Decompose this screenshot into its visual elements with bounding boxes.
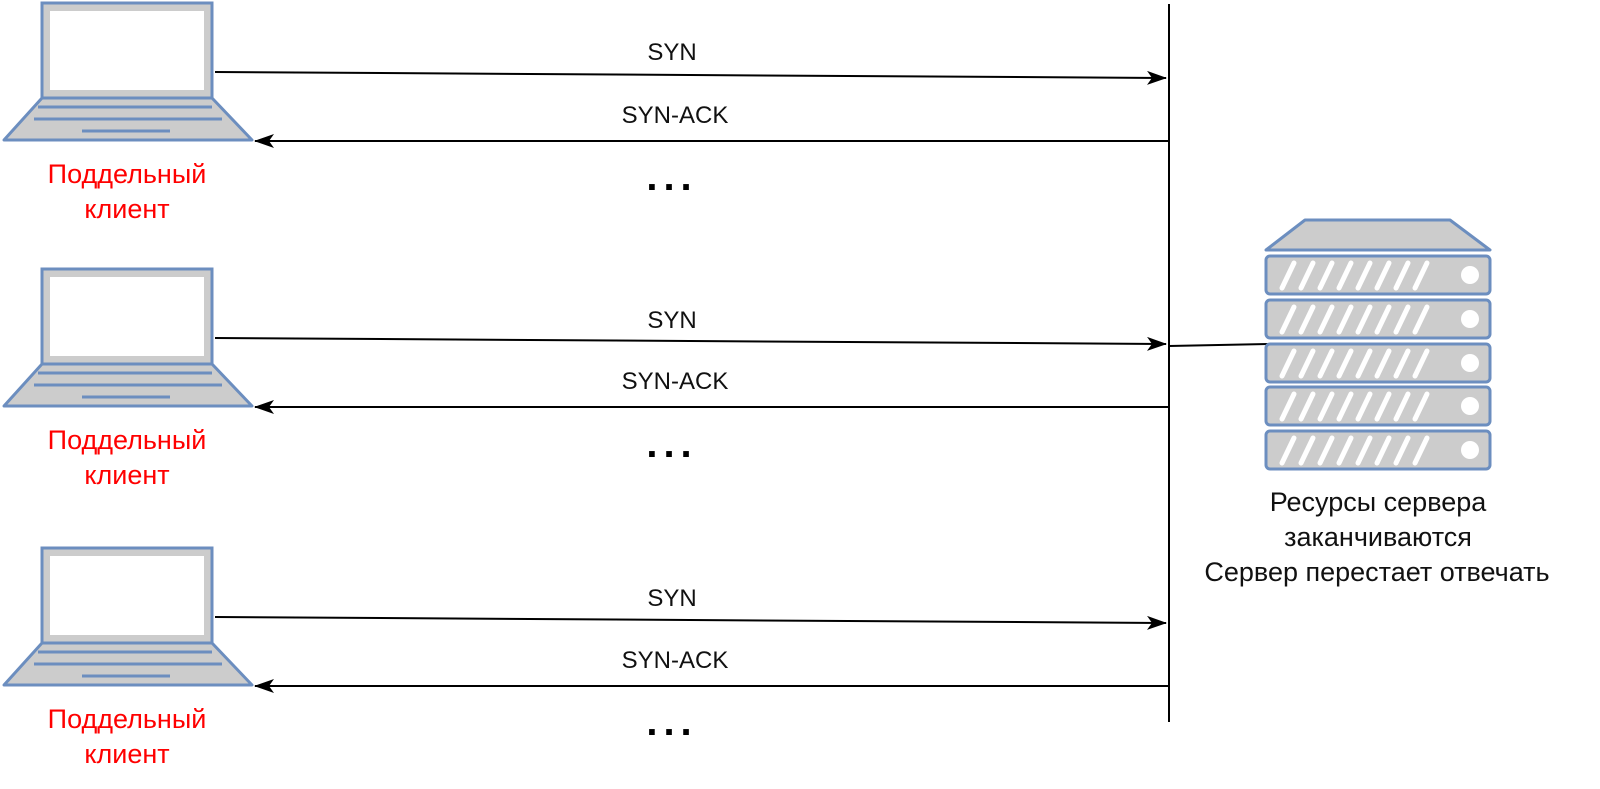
syn-arrow xyxy=(214,615,1167,630)
ellipsis: ... xyxy=(646,422,697,466)
client-label-line1: Поддельный xyxy=(48,159,207,189)
server-caption-line2: заканчиваются xyxy=(1284,522,1472,552)
syn-ack-label: SYN-ACK xyxy=(622,647,729,674)
client-group-2: Поддельный клиент SYN SYN-ACK ... xyxy=(2,267,1169,490)
syn-arrow xyxy=(214,336,1167,351)
ellipsis: ... xyxy=(646,700,697,744)
server-connector xyxy=(1168,343,1269,347)
syn-ack-label: SYN-ACK xyxy=(622,368,729,395)
laptop-icon xyxy=(2,1,254,142)
client-label-line2: клиент xyxy=(84,194,169,224)
laptop-icon xyxy=(2,267,254,408)
syn-ack-label: SYN-ACK xyxy=(622,102,729,129)
client-label-line2: клиент xyxy=(84,460,169,490)
client-label-line1: Поддельный xyxy=(48,704,207,734)
server-caption-line1: Ресурсы сервера xyxy=(1270,487,1488,517)
syn-label: SYN xyxy=(647,39,696,66)
syn-arrow xyxy=(214,70,1167,85)
client-label-line1: Поддельный xyxy=(48,425,207,455)
server-caption-line3: Сервер перестает отвечать xyxy=(1204,557,1549,587)
ellipsis: ... xyxy=(646,155,697,199)
syn-label: SYN xyxy=(647,585,696,612)
client-group-3: Поддельный клиент SYN SYN-ACK ... xyxy=(2,546,1169,769)
laptop-icon xyxy=(2,546,254,687)
client-label-line2: клиент xyxy=(84,739,169,769)
syn-label: SYN xyxy=(647,307,696,334)
client-group-1: Поддельный клиент SYN SYN-ACK ... xyxy=(2,1,1169,224)
server-rack-icon xyxy=(1266,218,1490,469)
